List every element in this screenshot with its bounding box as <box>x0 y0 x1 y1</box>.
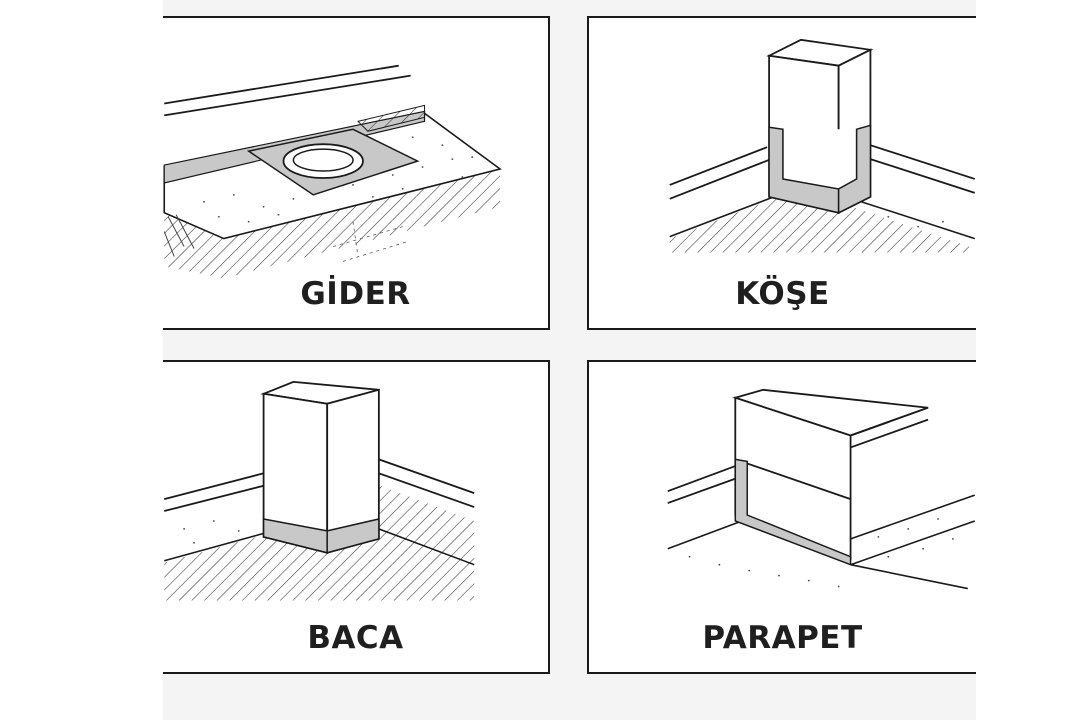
left-wall-line-2 <box>667 476 740 504</box>
parapet-divider <box>735 458 851 500</box>
right-floor-edge <box>858 200 976 240</box>
right-wall-line <box>378 458 475 494</box>
panel-kose: KÖŞE <box>587 16 976 330</box>
panel-gider: GİDER <box>163 16 550 330</box>
gider-drawing <box>163 64 502 279</box>
right-wall-line <box>870 144 976 180</box>
floor-texture <box>887 215 944 228</box>
panel-parapet: PARAPET <box>587 360 976 674</box>
floor-texture <box>183 520 240 544</box>
left-wall-line <box>164 472 264 500</box>
right-wall-line-2 <box>378 472 475 508</box>
floor-front-edge <box>850 563 968 590</box>
right-floor-edge <box>378 528 475 566</box>
construction-lines <box>333 221 408 262</box>
left-wall-line-2 <box>669 158 772 200</box>
panel-label: KÖŞE <box>735 276 830 312</box>
floor-edge <box>164 532 266 562</box>
floor-texture <box>688 518 954 588</box>
parapet-right-top <box>850 406 929 437</box>
panel-label: GİDER <box>300 276 411 312</box>
floor-hatch <box>669 188 975 253</box>
parapet-drawing <box>667 388 976 590</box>
membrane-upturn <box>734 458 852 566</box>
membrane-wall-edge <box>357 104 426 132</box>
left-hatch-ticks <box>163 214 195 257</box>
left-wall-line <box>669 146 768 186</box>
wall-top-line <box>164 64 399 105</box>
kose-drawing <box>669 38 976 253</box>
floor-edge <box>667 518 748 550</box>
left-wall-line <box>667 464 738 493</box>
parapet-right-top-2 <box>850 418 929 449</box>
right-wall-line-2 <box>870 158 976 194</box>
drain-inner-ring <box>292 148 354 172</box>
wall-line <box>164 74 411 117</box>
membrane-collar-side <box>326 518 380 554</box>
floor-edge <box>669 194 780 238</box>
membrane-inner <box>782 129 858 190</box>
slab-texture <box>203 136 474 223</box>
right-floor-edge-2 <box>850 520 976 566</box>
baca-drawing <box>164 380 475 601</box>
panel-baca: BACA <box>163 360 550 674</box>
left-wall-line-2 <box>164 484 266 512</box>
panel-label: PARAPET <box>702 620 863 656</box>
panel-label: BACA <box>307 620 404 656</box>
right-floor-edge <box>850 494 976 540</box>
